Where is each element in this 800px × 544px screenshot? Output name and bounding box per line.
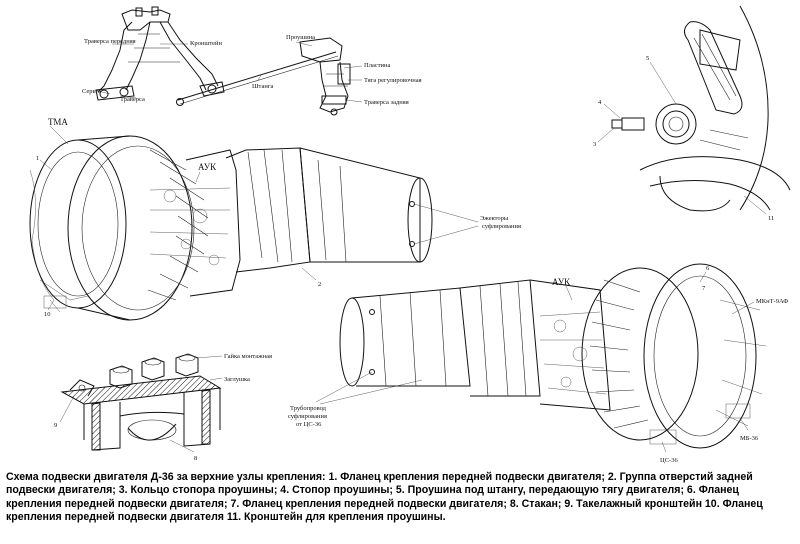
label-cs36: ЦС-36 <box>660 457 678 464</box>
label-traverse: Траверса <box>120 96 145 103</box>
callout-5: 5 <box>646 55 649 62</box>
label-ejectors-line2: суфлирования <box>482 223 521 230</box>
label-earring: Серьга <box>82 88 101 95</box>
label-bracket: Кронштейн <box>190 40 223 47</box>
callout-4: 4 <box>598 99 602 106</box>
label-breather-pipe-line3: от ЦС-36 <box>296 421 322 428</box>
engine-right-view <box>315 263 767 453</box>
label-lug: Проушина <box>286 34 315 41</box>
thrust-rod-assembly <box>176 37 363 116</box>
callout-3: 3 <box>593 141 596 148</box>
label-mb36: МБ-36 <box>740 435 759 442</box>
engine-left-view <box>29 125 479 321</box>
label-mknt: МКнТ-9АФ <box>756 298 788 305</box>
label-auk-right: АУК <box>552 277 571 287</box>
front-suspension-bracket <box>93 6 225 101</box>
label-ejectors: Эжекторы суфлирования <box>480 215 521 230</box>
label-rod: Штанга <box>252 83 274 90</box>
callout-6: 6 <box>706 265 710 272</box>
mount-nuts <box>109 353 199 389</box>
label-front-traverse-a: Траверса передняя <box>84 38 136 45</box>
label-plate: Пластина <box>364 62 391 69</box>
callout-1: 1 <box>36 155 39 162</box>
label-adjust-rod: Тяга регулировочная <box>364 77 422 84</box>
callout-11: 11 <box>768 215 774 222</box>
label-ejectors-line1: Эжекторы <box>480 215 509 222</box>
callout-9: 9 <box>54 422 57 429</box>
label-breather-pipe: Трубопровод суфлирования от ЦС-36 <box>288 405 329 428</box>
label-mounting-nut: Гайка монтажная <box>224 353 272 360</box>
lug-detail-view <box>597 5 791 215</box>
callout-7: 7 <box>702 285 706 292</box>
label-breather-pipe-line1: Трубопровод <box>290 405 327 412</box>
label-auk-left: АУК <box>198 162 217 172</box>
callout-2: 2 <box>318 281 321 288</box>
label-breather-pipe-line2: суфлирования <box>288 413 327 420</box>
label-rear-traverse: Траверса задняя <box>364 99 409 106</box>
figure-caption: Схема подвески двигателя Д-36 за верхние… <box>6 471 763 524</box>
label-tma: ТМА <box>48 117 68 127</box>
callout-8: 8 <box>194 455 197 462</box>
engine-mount-diagram: Траверса передняя Кронштейн Серьга Траве… <box>29 5 791 464</box>
callout-10: 10 <box>44 311 51 318</box>
mount-cross-section <box>59 353 223 453</box>
label-plug: Заглушка <box>224 376 250 383</box>
